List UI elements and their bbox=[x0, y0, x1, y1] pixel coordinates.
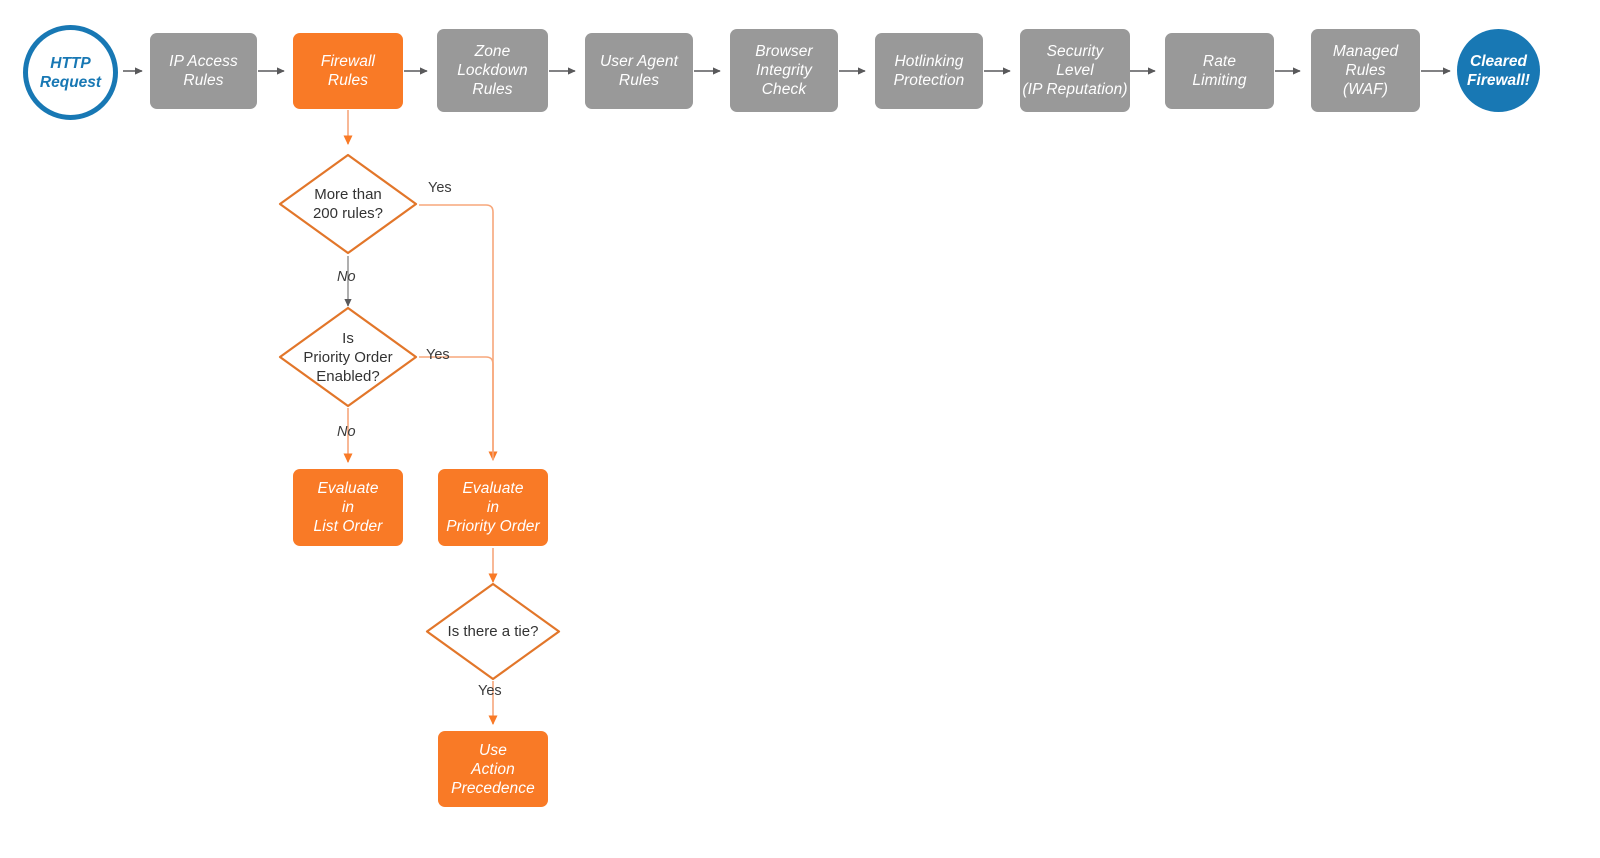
node-label: User Agent Rules bbox=[600, 53, 678, 89]
node-ip-access-rules[interactable]: IP Access Rules bbox=[150, 33, 257, 109]
node-rate-limiting[interactable]: Rate Limiting bbox=[1165, 33, 1274, 109]
decision-is-priority-order-enabled[interactable]: Is Priority Order Enabled? bbox=[278, 306, 418, 408]
edge-label-yes-priority-order: Yes bbox=[426, 347, 450, 363]
node-hotlinking-protection[interactable]: Hotlinking Protection bbox=[875, 33, 983, 109]
node-label: IP Access Rules bbox=[169, 53, 238, 89]
edge-yes-200-to-priority-order-box bbox=[419, 204, 498, 461]
diamond-shape bbox=[278, 153, 418, 255]
node-label: Security Level (IP Reputation) bbox=[1022, 43, 1128, 98]
decision-label: Is Priority Order Enabled? bbox=[303, 329, 393, 385]
node-zone-lockdown-rules[interactable]: Zone Lockdown Rules bbox=[437, 29, 548, 112]
node-evaluate-in-priority-order[interactable]: Evaluate in Priority Order bbox=[438, 469, 548, 546]
node-label: Hotlinking Protection bbox=[893, 53, 965, 89]
node-firewall-rules[interactable]: Firewall Rules bbox=[293, 33, 403, 109]
node-label: Cleared Firewall! bbox=[1467, 52, 1530, 89]
edge-label-no-priority-order: No bbox=[337, 424, 356, 440]
node-label: Rate Limiting bbox=[1192, 53, 1247, 89]
node-label: Browser Integrity Check bbox=[755, 43, 813, 98]
node-label: Use Action Precedence bbox=[451, 741, 535, 797]
node-label: Firewall Rules bbox=[320, 53, 376, 89]
diamond-shape bbox=[278, 306, 418, 408]
node-managed-rules-waf[interactable]: Managed Rules (WAF) bbox=[1311, 29, 1420, 112]
node-browser-integrity-check[interactable]: Browser Integrity Check bbox=[730, 29, 838, 112]
node-label: HTTP Request bbox=[39, 54, 102, 91]
node-user-agent-rules[interactable]: User Agent Rules bbox=[585, 33, 693, 109]
node-security-level[interactable]: Security Level (IP Reputation) bbox=[1020, 29, 1130, 112]
node-evaluate-in-list-order[interactable]: Evaluate in List Order bbox=[293, 469, 403, 546]
decision-more-than-200-rules[interactable]: More than 200 rules? bbox=[278, 153, 418, 255]
node-label: Evaluate in Priority Order bbox=[446, 480, 540, 535]
edge-label-yes-tie: Yes bbox=[478, 683, 502, 699]
node-cleared-firewall[interactable]: Cleared Firewall! bbox=[1457, 29, 1540, 112]
decision-is-there-a-tie[interactable]: Is there a tie? bbox=[425, 582, 561, 681]
edge-label-no-200-rules: No bbox=[337, 269, 356, 285]
diamond-shape bbox=[425, 582, 561, 681]
edge-label-yes-200-rules: Yes bbox=[428, 180, 452, 196]
edge-yes-priority-to-priority-order-box bbox=[419, 356, 494, 460]
node-label: Managed Rules (WAF) bbox=[1332, 43, 1399, 98]
node-use-action-precedence[interactable]: Use Action Precedence bbox=[438, 731, 548, 807]
node-http-request[interactable]: HTTP Request bbox=[23, 25, 118, 120]
decision-label: Is there a tie? bbox=[447, 623, 539, 640]
node-label: Evaluate in List Order bbox=[313, 480, 383, 535]
decision-label: More than 200 rules? bbox=[312, 186, 384, 222]
node-label: Zone Lockdown Rules bbox=[457, 43, 528, 98]
